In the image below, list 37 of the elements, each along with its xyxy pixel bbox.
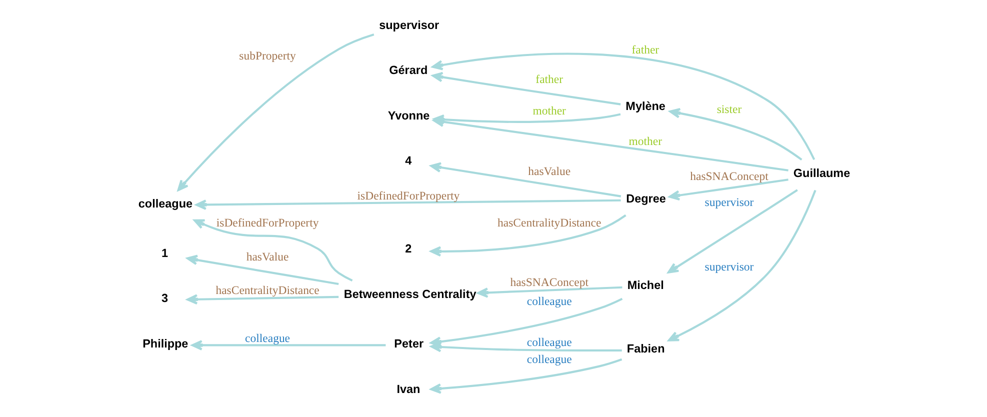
edge-label: hasCentralityDistance xyxy=(215,284,319,298)
node-text: Guillaume xyxy=(792,167,850,180)
edge-label: supervisor xyxy=(704,260,754,274)
node-text: supervisor xyxy=(378,18,439,32)
edge-label: isDefinedForProperty xyxy=(356,189,460,202)
node-text: 2 xyxy=(404,242,412,256)
node-text: colleague xyxy=(138,197,192,210)
edge-label: mother xyxy=(532,104,566,118)
node-text: Ivan xyxy=(396,382,420,396)
edge-label: father xyxy=(535,72,563,86)
edge-label: sister xyxy=(716,103,742,116)
node-text: Gérard xyxy=(388,64,428,78)
node-text: Mylène xyxy=(625,100,665,114)
edge-label: father xyxy=(631,44,659,57)
node-text: Fabien xyxy=(626,342,664,356)
node-text: Degree xyxy=(626,192,666,206)
node-text: 4 xyxy=(404,154,412,168)
edge-label: mother xyxy=(628,134,662,148)
edge-label: colleague xyxy=(526,352,572,366)
edge-label: subProperty xyxy=(238,49,296,62)
edge-label: hasSNAConcept xyxy=(510,276,588,289)
edge-label: colleague xyxy=(244,332,290,346)
edge-label: colleague xyxy=(526,336,572,350)
node-text: Michel xyxy=(626,278,664,292)
edge-label: hasSNAConcept xyxy=(690,170,768,184)
edge-label: hasCentralityDistance xyxy=(497,216,601,230)
node-text: Philippe xyxy=(142,337,188,350)
edge-label: isDefinedForProperty xyxy=(216,216,318,230)
edge-label: hasValue xyxy=(528,165,570,178)
node-text: Peter xyxy=(394,337,424,350)
edge-label: supervisor xyxy=(704,196,754,210)
edge-label: colleague xyxy=(526,295,572,308)
node-text: 3 xyxy=(160,292,168,306)
node-text: Betweenness Centrality xyxy=(343,288,476,301)
edge-label: hasValue xyxy=(246,250,288,264)
node-text: Yvonne xyxy=(387,109,430,122)
node-text: 1 xyxy=(160,246,168,260)
